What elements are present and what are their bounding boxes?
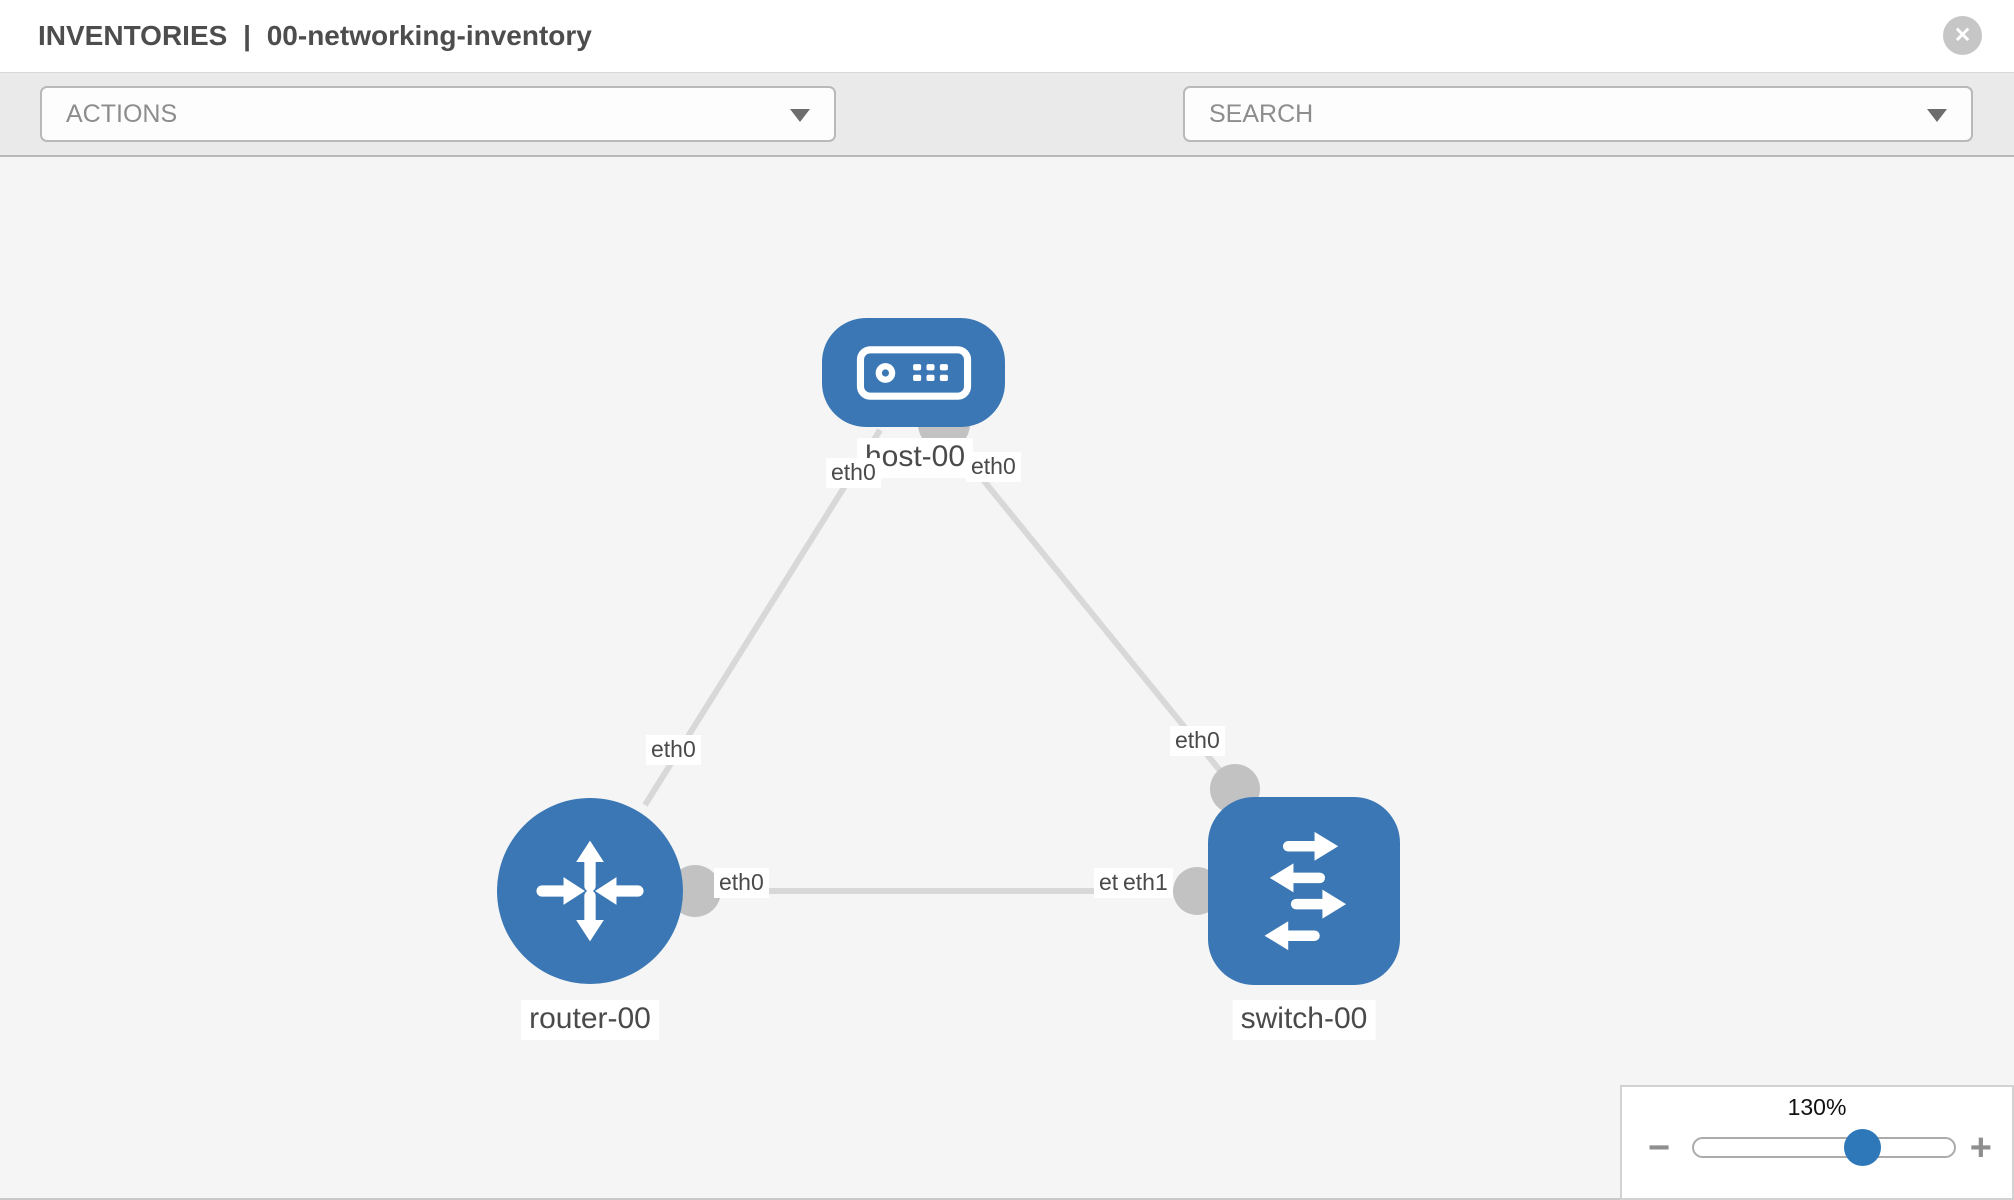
host-icon [856,345,971,400]
node-switch-00[interactable] [1208,797,1400,985]
node-router-00[interactable] [497,798,683,984]
page-title: INVENTORIES | 00-networking-inventory [38,20,600,52]
zoom-control-panel: 130% − + [1620,1085,2014,1200]
zoom-out-button[interactable]: − [1648,1127,1671,1169]
close-button[interactable]: ✕ [1943,16,1982,55]
chevron-down-icon [1927,109,1947,122]
links-layer [642,398,1260,917]
toolbar: ACTIONS SEARCH [0,72,2014,211]
node-label-switch: switch-00 [1232,1000,1376,1040]
node-host-00[interactable] [822,318,1005,427]
breadcrumb-separator: | [243,20,251,51]
iface-label-switch-to-router: eth1 [1118,868,1173,898]
breadcrumb-inventory-name: 00-networking-inventory [266,20,592,51]
node-label-router: router-00 [521,1000,659,1040]
zoom-slider-thumb[interactable] [1844,1129,1881,1166]
header-bar: INVENTORIES | 00-networking-inventory ✕ [0,0,2014,72]
switch-icon [1264,831,1347,951]
iface-label-router-to-host: eth0 [646,735,701,765]
topology-canvas[interactable]: host-00 router-00 switch-00 eth0 eth0 et… [0,157,2014,1200]
search-placeholder: SEARCH [1209,99,1314,128]
iface-label-switch-to-host: eth0 [1170,726,1225,756]
iface-label-host-to-switch: eth0 [966,452,1021,482]
iface-label-router-to-switch: eth0 [714,868,769,898]
iface-label-host-to-router: eth0 [826,458,881,488]
close-icon: ✕ [1953,24,1972,47]
chevron-down-icon [790,109,810,122]
actions-dropdown-label: ACTIONS [66,99,178,128]
zoom-in-button[interactable]: + [1969,1127,1992,1169]
zoom-slider-row: − + [1622,1127,2012,1173]
zoom-level-value: 130% [1787,1094,1847,1120]
actions-dropdown[interactable]: ACTIONS [40,86,836,142]
router-icon [536,840,644,942]
zoom-slider-track[interactable] [1692,1129,1956,1166]
search-dropdown[interactable]: SEARCH [1183,86,1973,142]
breadcrumb-section: INVENTORIES [38,20,228,51]
